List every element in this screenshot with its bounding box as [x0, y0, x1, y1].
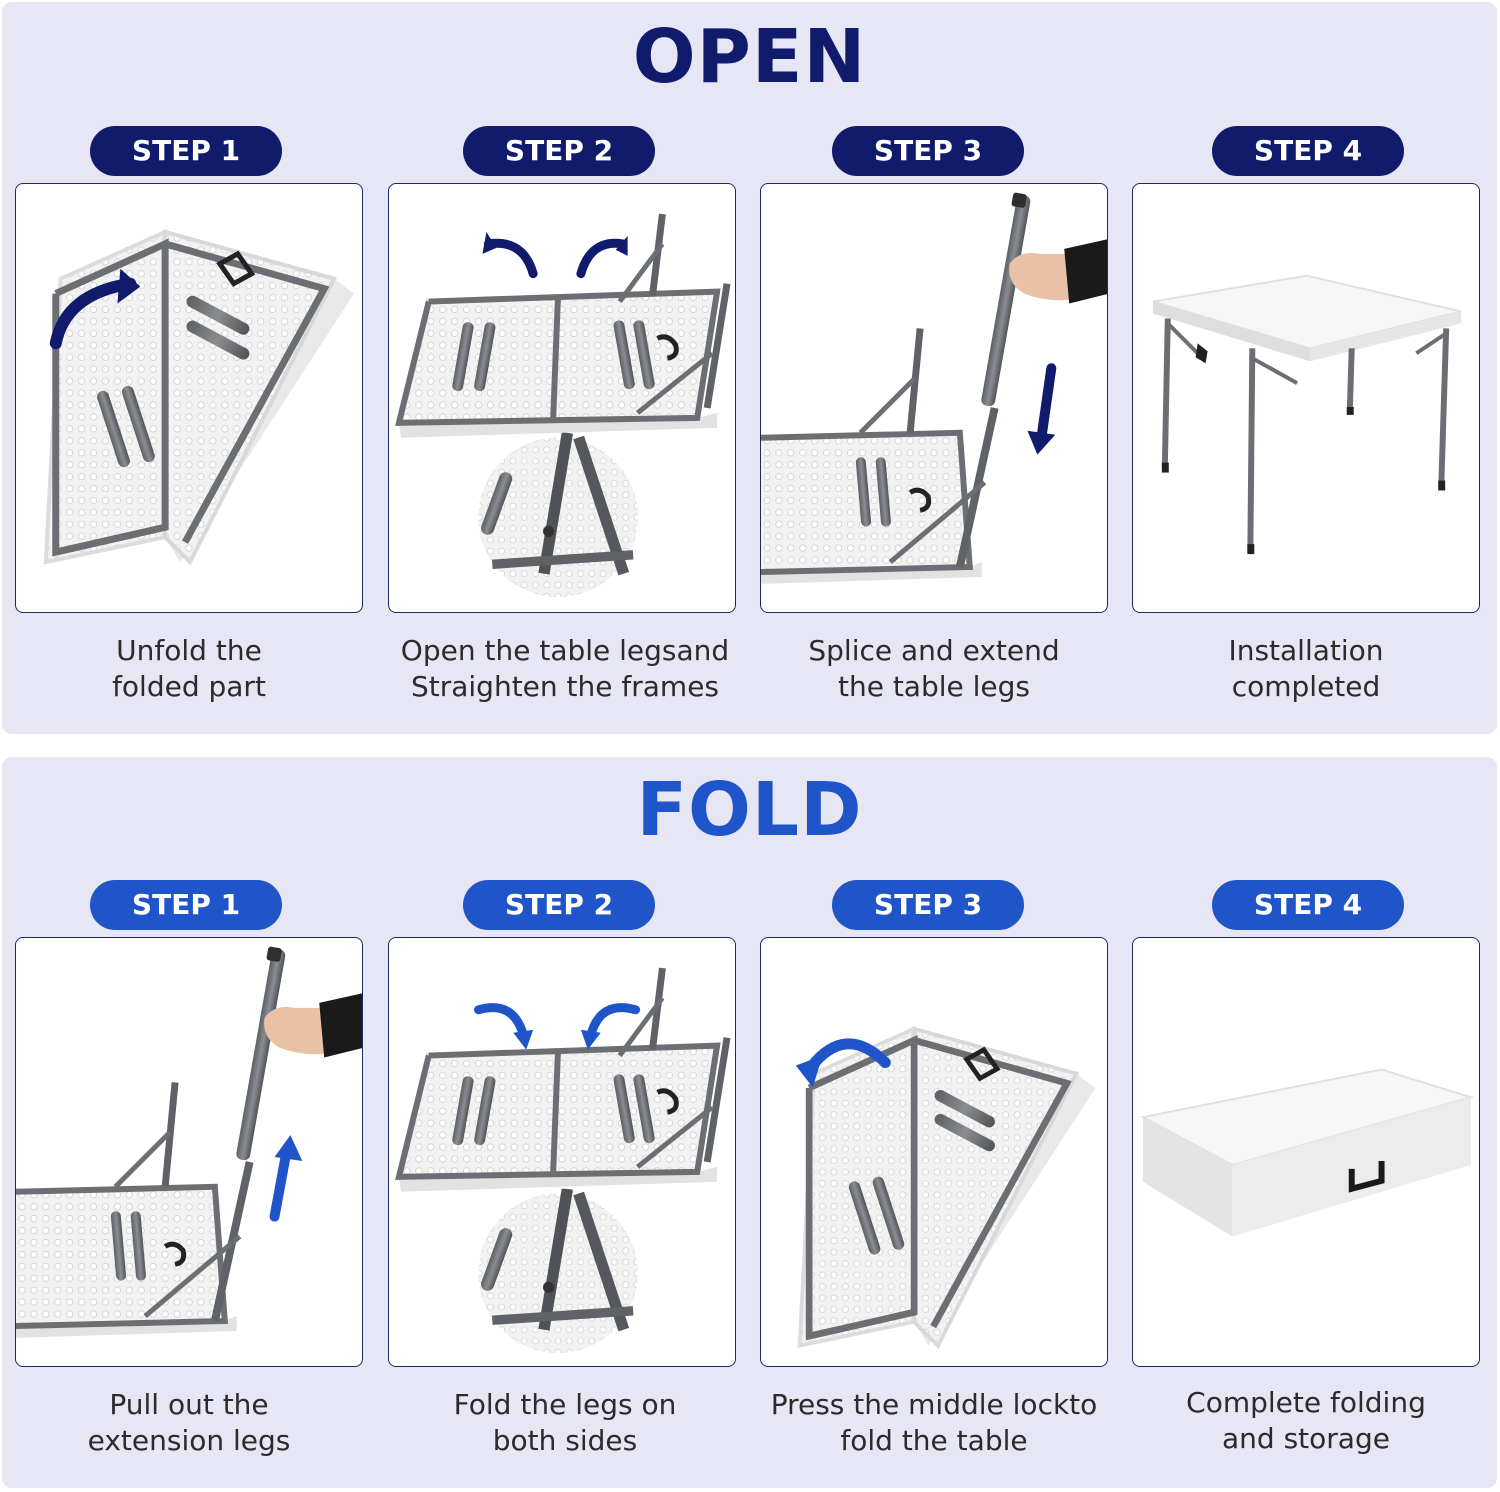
fold-step-1-illustration: [15, 937, 363, 1367]
arrow-up-icon: [269, 1147, 292, 1222]
arrow-left-icon: [483, 238, 538, 279]
fold-title: FOLD: [636, 767, 863, 853]
fold-step-2-badge: STEP 2: [463, 880, 655, 930]
open-step-1-badge: STEP 1: [90, 126, 282, 176]
open-step-4-illustration: [1132, 183, 1480, 613]
fold-step-3-badge: STEP 3: [832, 880, 1024, 930]
fold-step-1-badge: STEP 1: [90, 880, 282, 930]
pull-out-legs-image: [16, 938, 362, 1366]
arrow-inward-right-icon: [586, 1003, 641, 1040]
arrow-down-icon: [1036, 363, 1057, 443]
open-section: OPEN STEP 1 STEP 2 STEP 3 STEP 4: [2, 2, 1497, 734]
open-step-4-badge: STEP 4: [1212, 126, 1404, 176]
fold-step-4-badge: STEP 4: [1212, 880, 1404, 930]
fold-legs-image: [389, 938, 735, 1366]
completed-table-image: [1133, 184, 1479, 612]
extend-legs-image: [761, 184, 1107, 612]
fold-step-3-illustration: [760, 937, 1108, 1367]
press-lock-image: [795, 938, 1107, 1366]
open-title: OPEN: [632, 14, 867, 100]
open-step-2-badge: STEP 2: [463, 126, 655, 176]
open-legs-image: [389, 184, 735, 612]
fold-step-4-illustration: [1132, 937, 1480, 1367]
open-step-3-illustration: [760, 183, 1108, 613]
unfold-arrow-icon: [49, 277, 137, 350]
half-folded-table-image: [16, 184, 362, 612]
open-step-2-illustration: [388, 183, 736, 613]
fold-step-2-illustration: [388, 937, 736, 1367]
fold-section: FOLD STEP 1 STEP 2 STEP 3 STEP 4: [2, 757, 1497, 1488]
open-step-3-badge: STEP 3: [832, 126, 1024, 176]
arrow-right-icon: [576, 238, 628, 279]
folded-case-image: [1133, 938, 1479, 1366]
open-step-1-illustration: [15, 183, 363, 613]
arrow-inward-left-icon: [474, 1003, 528, 1040]
